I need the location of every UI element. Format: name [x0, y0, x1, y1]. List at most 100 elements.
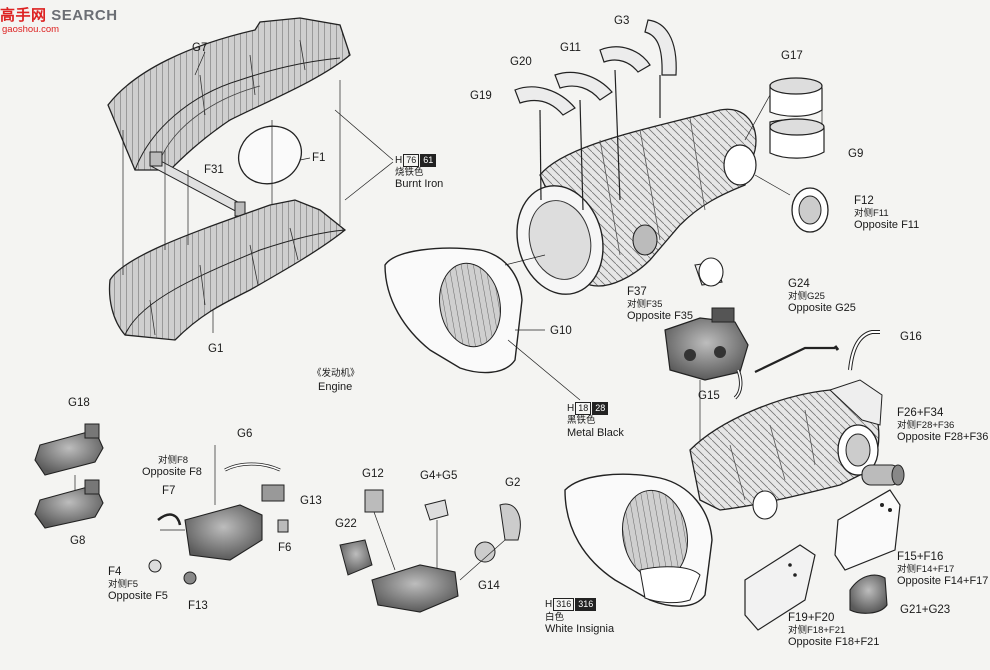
- watermark-logo: 高手网: [0, 7, 47, 24]
- panel-f19-f20: [744, 544, 816, 631]
- cowling-bottom-g1: [108, 199, 347, 341]
- label-f1: F1: [312, 152, 326, 164]
- pipe-g16: [848, 330, 880, 371]
- paint-white-en: White Insignia: [545, 623, 615, 635]
- mount-f31: [149, 151, 246, 217]
- label-f4: F4: [108, 566, 122, 578]
- label-f15-cn: 对侧F14+F17: [897, 564, 955, 575]
- panel-g21-g23: [849, 574, 888, 614]
- carburettor-assembly-2: [339, 489, 521, 613]
- label-f15-en: Opposite F14+F17: [897, 575, 989, 587]
- label-g22: G22: [335, 518, 357, 530]
- label-g2: G2: [505, 477, 521, 489]
- cap-f37: [632, 224, 724, 287]
- label-g14: G14: [478, 580, 500, 592]
- label-g6: G6: [237, 428, 253, 440]
- label-f19-en: Opposite F18+F21: [788, 636, 880, 648]
- label-f4-en: Opposite F5: [108, 590, 168, 602]
- intake-g10: [384, 247, 581, 401]
- panel-f15-f16: [834, 489, 901, 571]
- pipe-g15: [733, 369, 743, 400]
- paint-metal-black-cn: 黑铁色: [567, 415, 596, 426]
- label-g1: G1: [208, 343, 224, 355]
- exhaust-stack-g8: [34, 475, 104, 529]
- paint-metal-black-a: 18: [575, 402, 592, 415]
- engine-core: [516, 108, 757, 295]
- cooler-g17-g9: [744, 77, 825, 159]
- label-f6: F6: [278, 542, 292, 554]
- label-f19-cn: 对侧F18+F21: [788, 625, 846, 636]
- label-f19: F19+F20: [788, 612, 835, 624]
- label-f37-en: Opposite F35: [627, 310, 694, 322]
- paint-metal-black-b: 28: [592, 402, 609, 415]
- label-g17: G17: [781, 50, 803, 62]
- label-g12: G12: [362, 468, 384, 480]
- label-g24: G24: [788, 278, 810, 290]
- label-g16: G16: [900, 331, 922, 343]
- exhaust-stack-g18: [34, 423, 104, 476]
- label-g9: G9: [848, 148, 864, 160]
- label-f26-en: Opposite F28+F36: [897, 431, 989, 443]
- label-g7: G7: [192, 42, 208, 54]
- label-g24-cn: 对侧G25: [788, 291, 825, 302]
- carburettor-assembly: [148, 445, 289, 585]
- intake-lower: [564, 473, 713, 607]
- label-f31: F31: [204, 164, 224, 176]
- label-g10: G10: [550, 325, 572, 337]
- exhaust-f26-f34: [861, 464, 905, 486]
- label-g21: G21+G23: [900, 604, 951, 616]
- ring-f12: [754, 174, 829, 233]
- label-f8-en: Opposite F8: [142, 466, 202, 478]
- gearbox-assembly: [664, 307, 749, 460]
- label-g4: G4+G5: [420, 470, 458, 482]
- label-g13: G13: [300, 495, 322, 507]
- paint-white-b: 316: [575, 598, 597, 611]
- label-g19: G19: [470, 90, 492, 102]
- paint-white-h: H: [545, 599, 553, 610]
- label-engine-en: Engine: [318, 381, 353, 393]
- paint-white-cn: 白色: [545, 612, 565, 623]
- paint-burnt-iron-h: H: [395, 155, 403, 166]
- pipe-g24: [754, 345, 840, 373]
- engine-lower-body: [689, 379, 883, 520]
- label-f37: F37: [627, 286, 647, 298]
- paint-burnt-iron-b: 61: [420, 154, 437, 167]
- label-g8: G8: [70, 535, 86, 547]
- paint-white-a: 316: [553, 598, 575, 611]
- watermark-url: gaoshou.com: [2, 24, 60, 35]
- label-g20: G20: [510, 56, 532, 68]
- paint-burnt-iron-a: 76: [403, 154, 420, 167]
- label-engine-cn: 《发动机》: [312, 368, 360, 379]
- firewall-f1: [238, 125, 302, 185]
- paint-metal-black-en: Metal Black: [567, 427, 624, 439]
- label-f12-cn: 对侧F11: [854, 208, 889, 219]
- cowling-top-g7: [107, 17, 351, 171]
- label-f26-cn: 对侧F28+F36: [897, 420, 955, 431]
- label-g15: G15: [698, 390, 720, 402]
- label-f4-cn: 对侧F5: [108, 579, 139, 590]
- label-g3: G3: [614, 15, 630, 27]
- label-f13: F13: [188, 600, 208, 612]
- watermark: 高手网 SEARCH: [0, 4, 118, 25]
- label-f12: F12: [854, 195, 874, 207]
- watermark-text: SEARCH: [51, 7, 118, 24]
- paint-burnt-iron-en: Burnt Iron: [395, 178, 444, 190]
- label-f8-cn: 对侧F8: [158, 455, 189, 466]
- label-f7: F7: [162, 485, 176, 497]
- label-g11: G11: [560, 42, 581, 54]
- label-g24-en: Opposite G25: [788, 302, 856, 314]
- paint-burnt-iron-cn: 烧铁色: [395, 167, 424, 178]
- label-g18: G18: [68, 397, 90, 409]
- ring-parts-g3-g11-g20-g19: [514, 19, 677, 211]
- label-f15: F15+F16: [897, 551, 944, 563]
- label-f12-en: Opposite F11: [854, 219, 920, 231]
- label-f26: F26+F34: [897, 407, 944, 419]
- paint-metal-black-h: H: [567, 403, 575, 414]
- label-f37-cn: 对侧F35: [627, 299, 663, 310]
- leader-lines-cowling: [122, 51, 394, 333]
